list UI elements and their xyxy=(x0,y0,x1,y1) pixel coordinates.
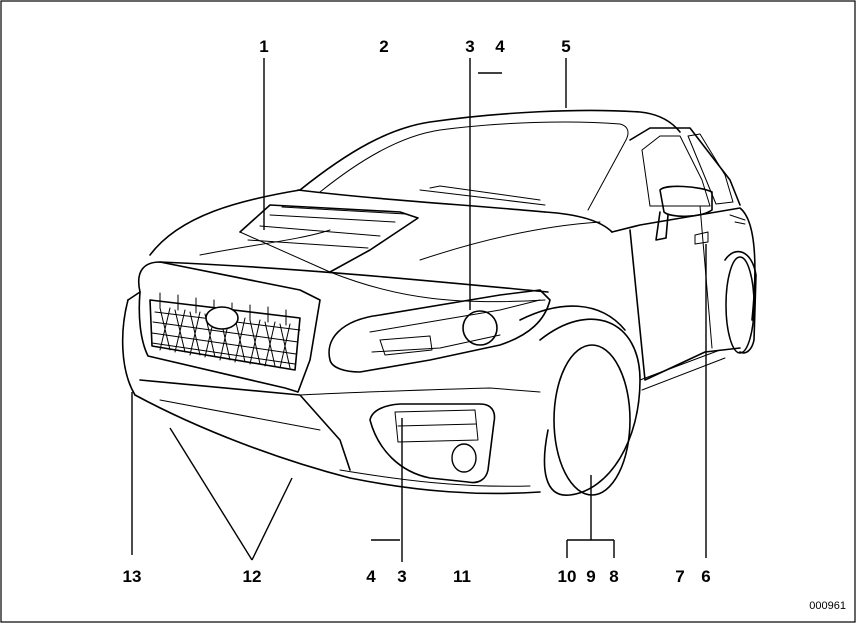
leader-lines xyxy=(131,58,707,562)
callout-4-top: 4 xyxy=(495,37,505,56)
callout-6: 6 xyxy=(701,567,710,586)
callout-13: 13 xyxy=(123,567,142,586)
callout-11: 11 xyxy=(453,567,471,586)
callout-7: 7 xyxy=(675,567,684,586)
callout-3-top: 3 xyxy=(465,37,474,56)
leader-12b xyxy=(251,477,293,561)
callout-10: 10 xyxy=(558,567,577,586)
callout-5: 5 xyxy=(561,37,570,56)
callout-3-bottom: 3 xyxy=(397,567,406,586)
callout-9: 9 xyxy=(586,567,595,586)
callout-12: 12 xyxy=(243,567,262,586)
callout-4-bottom: 4 xyxy=(366,567,376,586)
figure-code: 000961 xyxy=(809,600,846,612)
car-illustration xyxy=(121,109,757,496)
callout-8: 8 xyxy=(609,567,618,586)
callout-1: 1 xyxy=(259,37,268,56)
leader-12a xyxy=(169,427,253,561)
callout-labels: 1 2 3 4 5 13 12 4 3 11 10 9 8 7 6 000961 xyxy=(123,37,846,612)
callout-2: 2 xyxy=(379,37,388,56)
